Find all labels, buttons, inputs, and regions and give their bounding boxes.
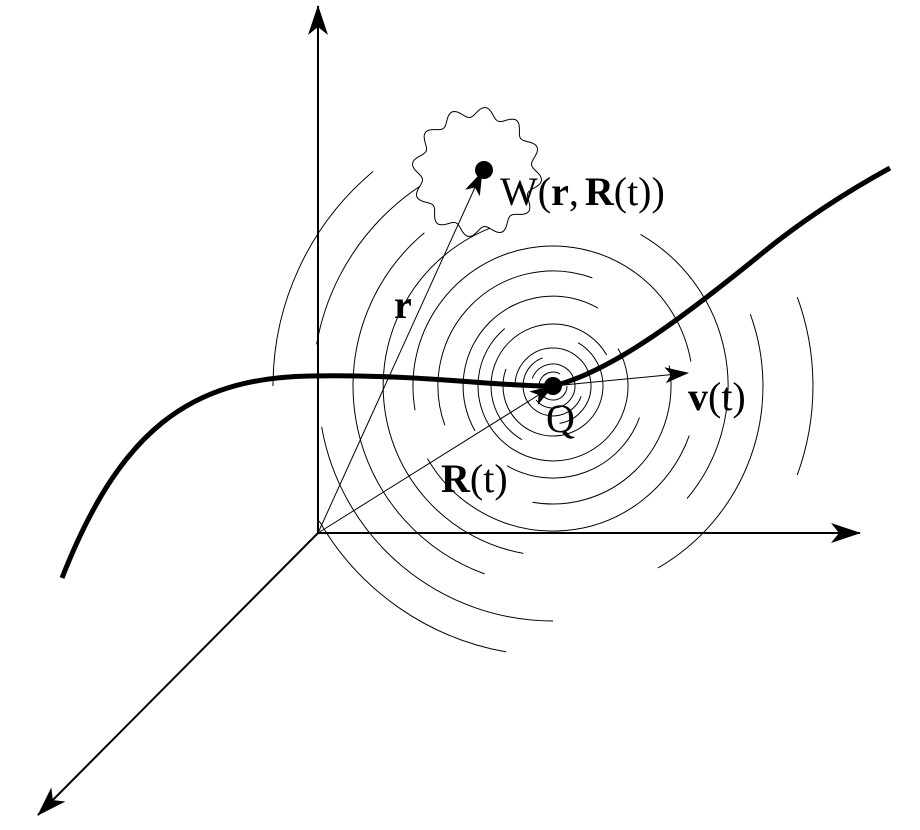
wavefront-arc: [382, 225, 524, 554]
wavefront-arc: [426, 435, 690, 532]
charge-label: Q: [546, 396, 575, 441]
R-vector-label: R(t): [441, 456, 508, 501]
wavefront-arc: [272, 171, 374, 387]
wavefront-arc: [531, 363, 576, 409]
wavefront-arc: [477, 328, 629, 462]
wavefront-arc: [657, 314, 764, 569]
wavefront-arc: [321, 426, 554, 622]
wavefront-arc: [640, 233, 729, 499]
wavefront-arc: [462, 295, 599, 432]
velocity-label: v(t): [688, 374, 746, 419]
wavefront-arc: [318, 520, 507, 653]
field-point-label: W(r,R(t)): [500, 169, 665, 214]
wavefront-arc: [352, 232, 485, 575]
wavefront-arc: [490, 323, 608, 441]
R-vector: [317, 385, 554, 534]
r-vector-label: r: [394, 282, 412, 327]
r-vector: [317, 171, 483, 534]
wavefront-arc: [796, 296, 814, 476]
trajectory: [59, 165, 892, 579]
wavefront-arc: [506, 417, 640, 479]
wavefront-arc: [437, 270, 593, 426]
y-axis: [37, 532, 319, 816]
wavefront-arc: [514, 347, 592, 424]
wavefronts: [272, 149, 814, 653]
velocity-vector: [552, 367, 689, 387]
wavefront-arc: [412, 245, 692, 411]
wavefront-arc: [532, 365, 672, 505]
field-point-dot: [475, 161, 493, 179]
wavefront-arc: [522, 357, 582, 417]
charge-dot: [544, 377, 562, 395]
